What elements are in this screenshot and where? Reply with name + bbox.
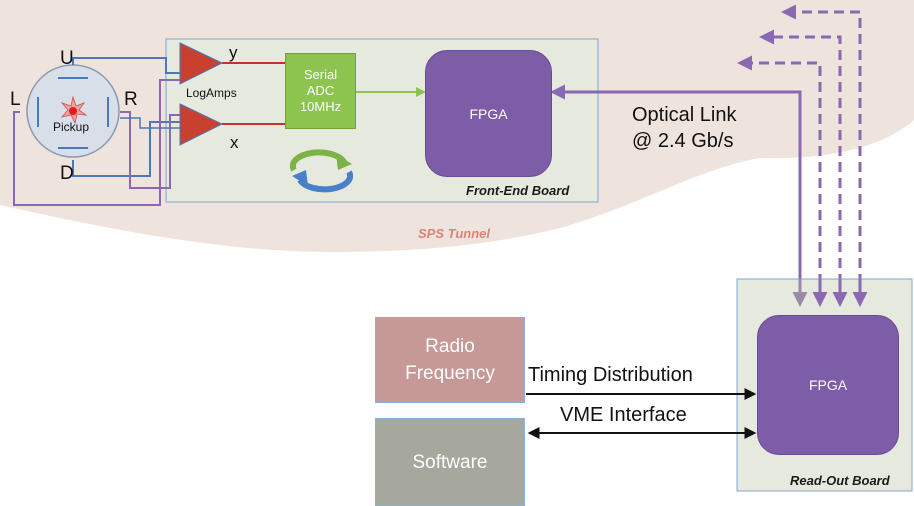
amp-x (179, 103, 224, 146)
pickup-r-label: R (124, 89, 138, 110)
amp-y (179, 42, 224, 85)
optical-link-line1: Optical Link (632, 104, 737, 126)
radio-frequency-label: Radio Frequency (405, 336, 495, 384)
wire-l (13, 79, 180, 206)
optical-link-dashed-3 (737, 55, 822, 300)
optical-link-line2: @ 2.4 Gb/s (632, 130, 734, 152)
software-block: Software (375, 418, 525, 506)
timing-distribution-label: Timing Distribution (528, 364, 693, 386)
adc-block: Serial ADC 10MHz (285, 53, 356, 129)
pickup-u-label: U (60, 48, 74, 69)
cycle-arrowhead-2 (292, 170, 308, 186)
amp-x-label: x (230, 133, 239, 152)
adc-label: Serial ADC 10MHz (299, 67, 342, 114)
vme-interface-label: VME Interface (560, 404, 687, 426)
front-end-fpga-label: FPGA (469, 105, 508, 122)
pickup-d-label: D (60, 163, 74, 184)
wire-r (120, 111, 180, 189)
cycle-arrows-icon-lower (297, 170, 354, 193)
optical-link-dashed-2 (759, 29, 842, 300)
radio-frequency-block: Radio Frequency (375, 317, 525, 403)
wire-u (72, 57, 180, 74)
front-end-fpga: FPGA (425, 50, 552, 177)
beam-dot-icon (69, 107, 77, 115)
wire-r2 (120, 117, 180, 129)
read-out-fpga: FPGA (757, 315, 899, 455)
cycle-arrowhead-1 (336, 154, 352, 170)
sps-tunnel-label: SPS Tunnel (418, 226, 490, 241)
pickup-l-label: L (10, 89, 21, 110)
optical-link-line (550, 84, 808, 303)
front-end-board-label: Front-End Board (466, 183, 570, 198)
amp-y-label: y (229, 43, 238, 62)
software-label: Software (412, 451, 488, 473)
read-out-fpga-label: FPGA (808, 377, 848, 393)
optical-link-dashed-1 (781, 4, 862, 300)
amps-label: LogAmps (186, 86, 237, 100)
read-out-board-label: Read-Out Board (790, 473, 890, 488)
pickup-label: Pickup (53, 120, 90, 134)
